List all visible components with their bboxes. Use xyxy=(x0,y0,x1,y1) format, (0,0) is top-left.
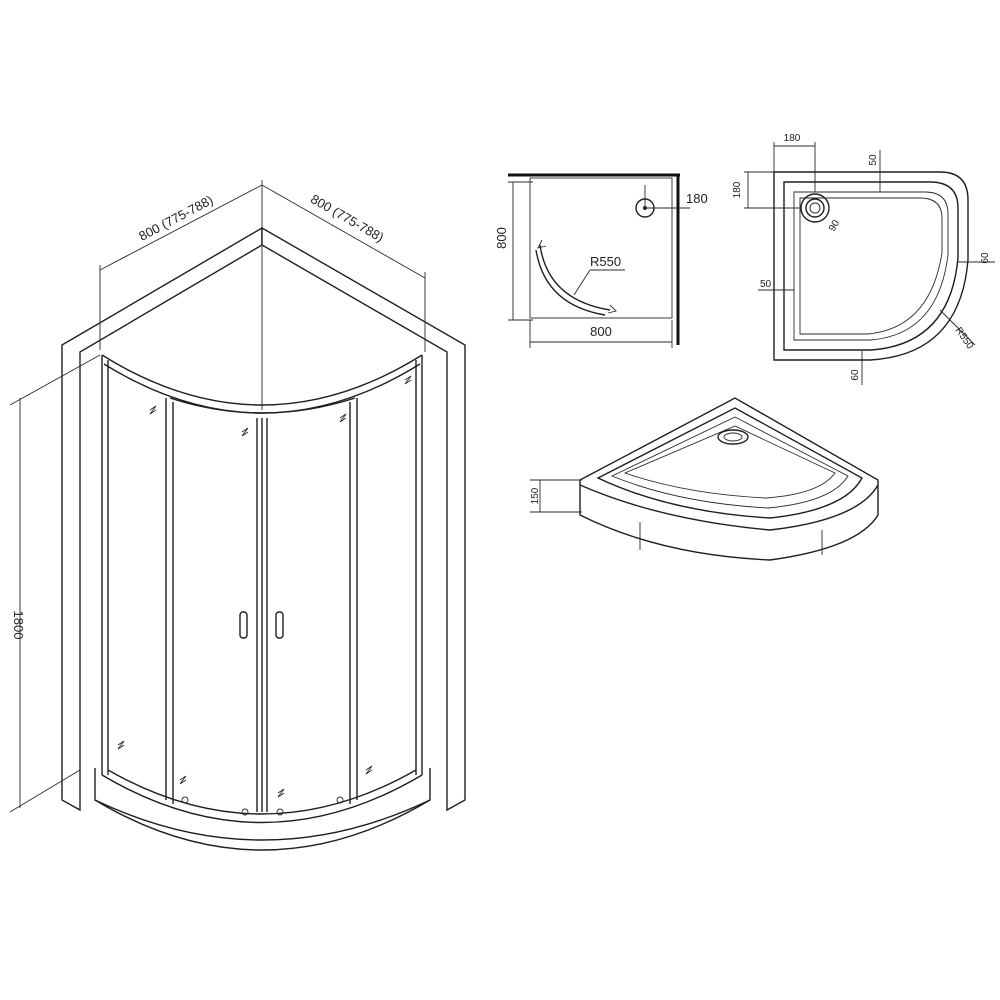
tray-top-view: 180 50 180 50 90 60 R550 60 xyxy=(732,133,995,385)
tray-left-offset-label: 180 xyxy=(732,181,743,198)
right-wall xyxy=(261,226,466,812)
tray-right-label: 60 xyxy=(980,252,991,264)
plan-bottom-label: 800 xyxy=(590,324,612,339)
tray-radius-label: R550 xyxy=(953,325,976,351)
width-left-label: 800 (775-788) xyxy=(136,192,215,244)
plan-offset-label: 180 xyxy=(686,191,708,206)
tray-outline xyxy=(773,171,969,361)
height-dimension: 1800 xyxy=(9,354,101,813)
left-wall xyxy=(61,226,263,812)
tray-front xyxy=(94,768,431,851)
tray-top-small-label: 50 xyxy=(868,154,879,166)
tray-drain xyxy=(800,193,830,223)
plan-radius-label: R550 xyxy=(590,254,621,269)
top-rail xyxy=(101,354,423,406)
tray-bottom-label: 60 xyxy=(850,369,861,381)
height-label: 1800 xyxy=(11,611,26,640)
door-handle-right xyxy=(275,611,284,639)
tray-left-edge-label: 50 xyxy=(760,279,772,290)
plan-view: 800 800 180 R550 xyxy=(494,173,708,348)
top-dimension-right: 800 (775-788) xyxy=(261,184,426,352)
tray-drain-label: 90 xyxy=(827,218,842,234)
shower-cabin-view: 800 (775-788) 800 (775-788) 1800 xyxy=(9,180,466,851)
tray-iso-drain xyxy=(717,429,749,445)
door-handle-left xyxy=(239,611,248,639)
tray-iso-rim xyxy=(579,397,879,531)
tray-top-offset-label: 180 xyxy=(784,133,801,144)
tray-height-label: 150 xyxy=(530,487,541,504)
glass-marks xyxy=(117,375,412,798)
plan-side-label: 800 xyxy=(494,227,509,249)
tray-iso-view: 150 xyxy=(530,397,879,561)
